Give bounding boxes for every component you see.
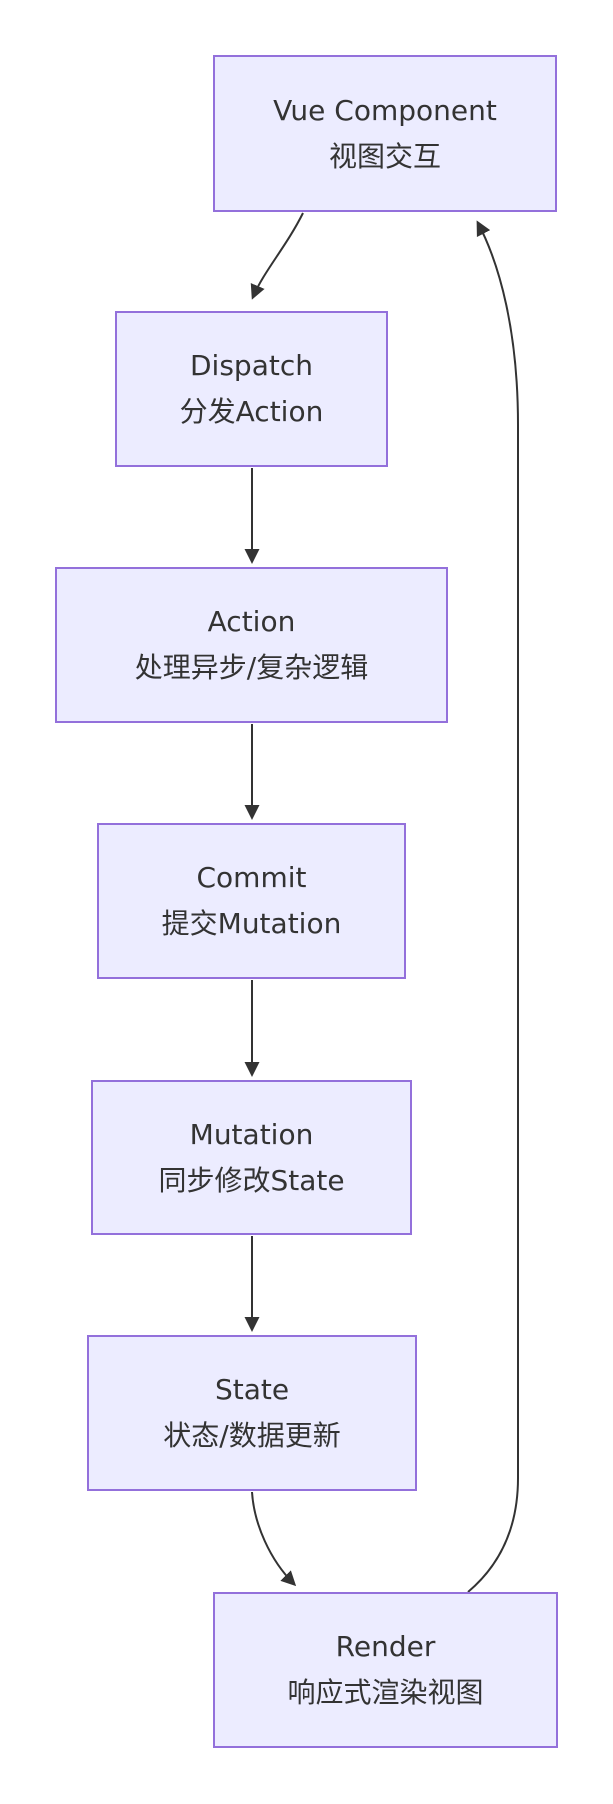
node-commit: Commit 提交Mutation	[97, 823, 406, 979]
node-vue-component: Vue Component 视图交互	[213, 55, 557, 212]
node-dispatch: Dispatch 分发Action	[115, 311, 388, 467]
node-subtitle: 分发Action	[179, 395, 324, 428]
node-subtitle: 同步修改State	[158, 1163, 345, 1197]
node-subtitle: 响应式渲染视图	[287, 1676, 484, 1709]
node-title: Commit	[196, 861, 307, 894]
node-mutation: Mutation 同步修改State	[91, 1080, 412, 1235]
node-title: Mutation	[189, 1117, 314, 1151]
node-title: Action	[207, 605, 296, 638]
node-render: Render 响应式渲染视图	[213, 1592, 558, 1748]
node-subtitle: 处理异步/复杂逻辑	[134, 651, 369, 684]
node-state: State 状态/数据更新	[87, 1335, 417, 1491]
edge-render-to-vue	[467, 220, 519, 1593]
node-title: Vue Component	[273, 93, 497, 127]
node-action: Action 处理异步/复杂逻辑	[55, 567, 448, 723]
node-subtitle: 视图交互	[328, 139, 441, 173]
edge-vue-to-dispatch	[250, 212, 304, 300]
edge-state-to-render	[251, 1491, 297, 1587]
node-title: State	[214, 1373, 290, 1406]
node-subtitle: 状态/数据更新	[163, 1419, 341, 1452]
node-title: Render	[335, 1630, 436, 1663]
node-subtitle: 提交Mutation	[161, 907, 342, 940]
node-title: Dispatch	[190, 349, 313, 382]
